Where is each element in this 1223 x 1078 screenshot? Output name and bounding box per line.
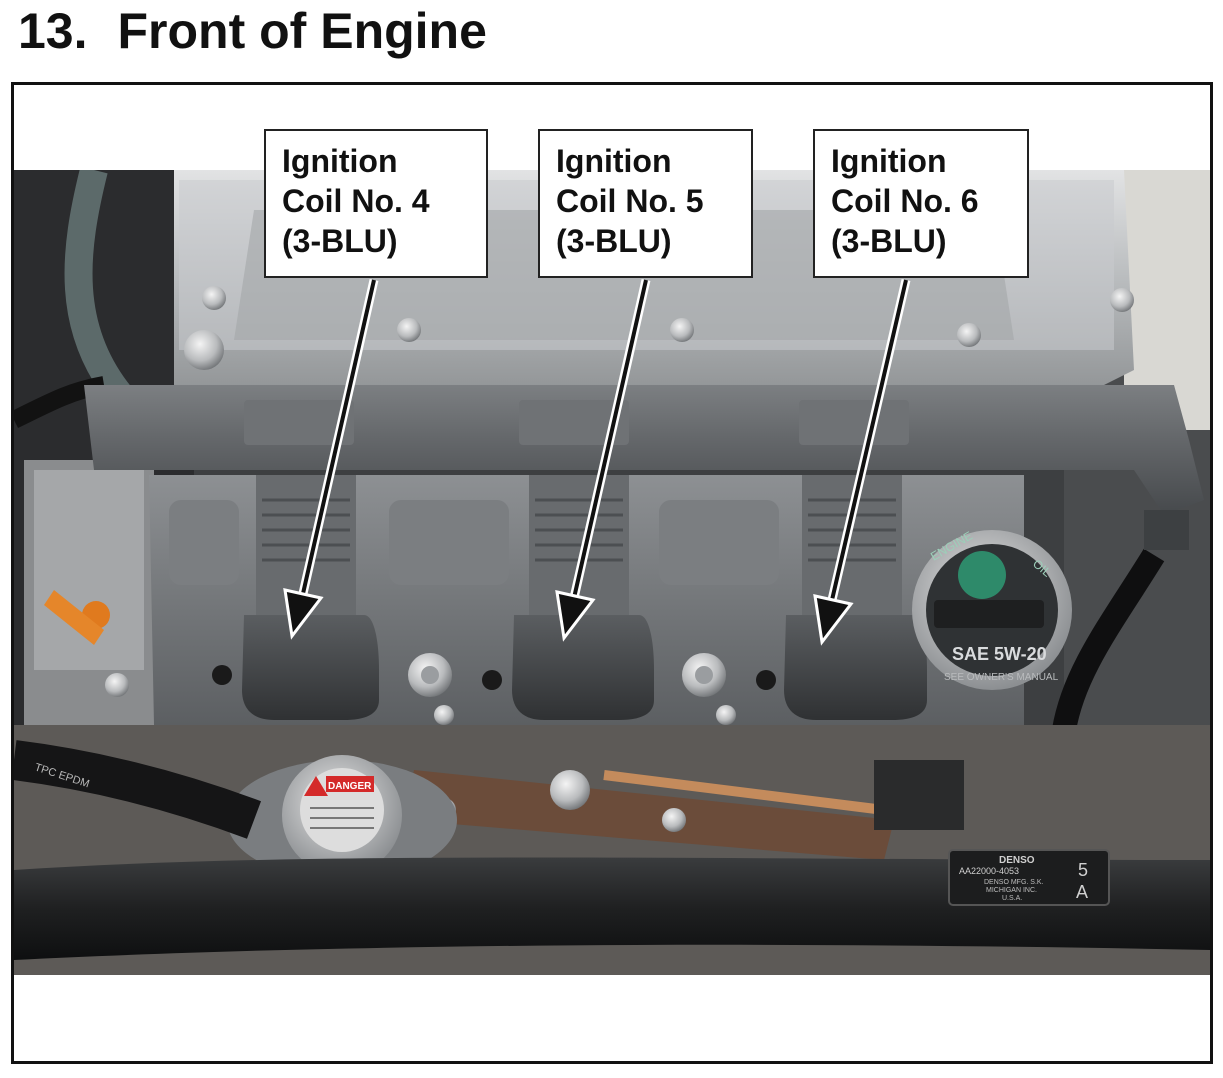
callout-line: Ignition (831, 143, 947, 179)
callout-line: Ignition (556, 143, 672, 179)
callout-line: Ignition (282, 143, 398, 179)
radiator-cap-text: DANGER (328, 781, 372, 792)
sensor-tag-line3: DENSO MFG. S.K. (984, 879, 1044, 886)
callout-ignition-coil-6: Ignition Coil No. 6 (3-BLU) (813, 129, 1029, 278)
callout-ignition-coil-5: Ignition Coil No. 5 (3-BLU) (538, 129, 753, 278)
oil-cap-grade: SAE 5W-20 (952, 644, 1047, 664)
sensor-tag-line5: U.S.A. (1002, 895, 1022, 902)
sensor-tag-letter: A (1076, 882, 1088, 902)
engine-photo: SAE 5W-20 ENGINE OIL SEE OWNER'S MANUAL … (14, 170, 1210, 975)
page-title: 13. Front of Engine (18, 2, 487, 60)
sensor-tag-line4: MICHIGAN INC. (986, 887, 1037, 894)
callout-line: (3-BLU) (282, 223, 398, 259)
callout-ignition-coil-4: Ignition Coil No. 4 (3-BLU) (264, 129, 488, 278)
callout-line: Coil No. 4 (282, 183, 430, 219)
sensor-tag-line1: DENSO (999, 855, 1035, 866)
sensor-tag-number: 5 (1078, 860, 1088, 880)
sensor-tag-line2: AA22000-4053 (959, 866, 1019, 876)
oil-cap-note: SEE OWNER'S MANUAL (944, 672, 1059, 683)
callout-line: (3-BLU) (556, 223, 672, 259)
section-title: Front of Engine (117, 3, 487, 59)
callout-line: (3-BLU) (831, 223, 947, 259)
callout-line: Coil No. 6 (831, 183, 979, 219)
callout-line: Coil No. 5 (556, 183, 704, 219)
section-number: 13. (18, 3, 88, 59)
